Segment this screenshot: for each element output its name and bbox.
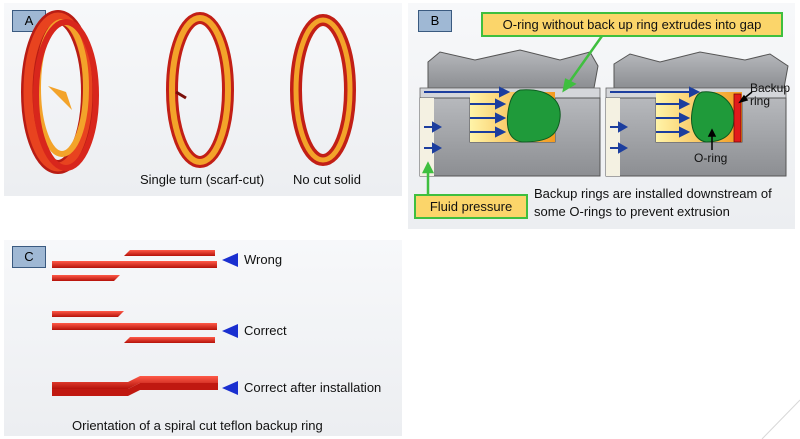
row-label-installed: Correct after installation bbox=[244, 380, 382, 395]
callout-fluid-pressure: Fluid pressure bbox=[414, 194, 528, 219]
callout-extrudes: O-ring without back up ring extrudes int… bbox=[481, 12, 783, 37]
panel-c-tag: C bbox=[12, 246, 46, 268]
panel-b-tag: B bbox=[418, 10, 452, 32]
strip-set-correct bbox=[52, 311, 217, 343]
caption-orientation: Orientation of a spiral cut teflon backu… bbox=[72, 418, 323, 433]
left-gland-assembly bbox=[419, 49, 601, 177]
scarf-cut-ring-illustration bbox=[166, 12, 234, 168]
caption-no-cut: No cut solid bbox=[293, 172, 361, 187]
callout-leaders bbox=[421, 35, 604, 194]
strip-set-wrong bbox=[52, 250, 217, 281]
pressure-arrows bbox=[424, 86, 701, 154]
row-pointers bbox=[222, 253, 238, 395]
row-label-correct: Correct bbox=[244, 323, 287, 338]
label-backup-ring: Backup ring bbox=[750, 81, 791, 108]
caption-backup-line1: Backup rings are installed downstream of bbox=[534, 186, 772, 201]
spiral-ring-illustration bbox=[21, 10, 99, 174]
solid-ring-illustration bbox=[290, 14, 356, 166]
label-o-ring: O-ring bbox=[694, 151, 728, 165]
strip-set-installed bbox=[52, 376, 218, 396]
caption-backup-line2: some O-rings to prevent extrusion bbox=[534, 204, 730, 219]
row-label-wrong: Wrong bbox=[244, 252, 283, 267]
caption-scarf-cut: Single turn (scarf-cut) bbox=[140, 172, 265, 187]
label-leaders bbox=[707, 91, 753, 150]
